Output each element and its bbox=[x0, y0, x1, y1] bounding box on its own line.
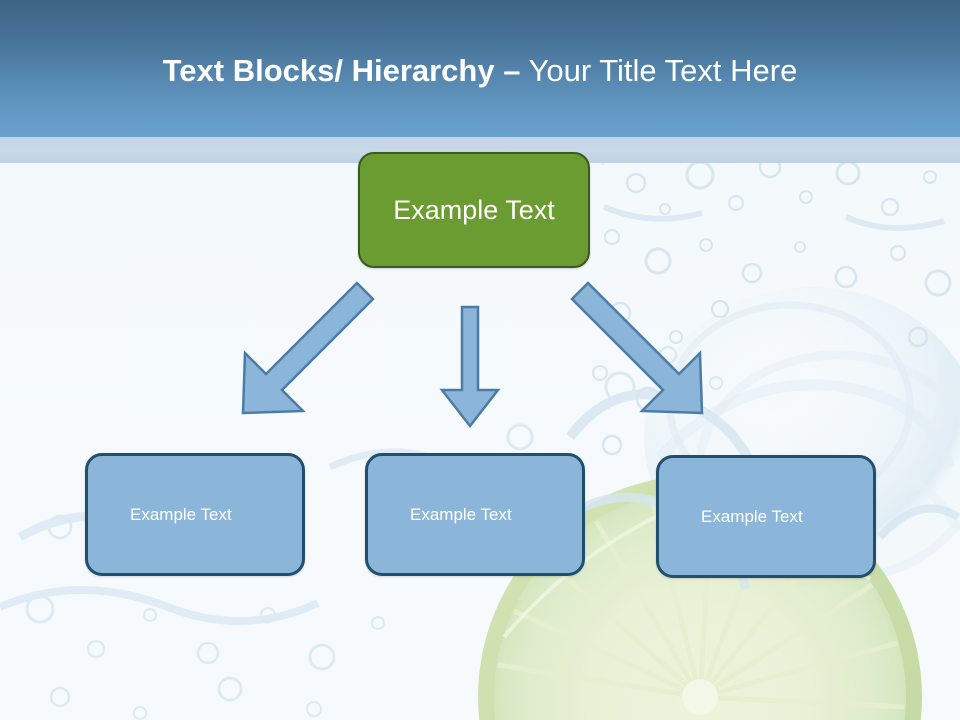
diagram-node-child-1-label: Example Text bbox=[130, 504, 232, 524]
diagram-node-root[interactable]: Example Text bbox=[358, 152, 590, 268]
diagram-node-child-1[interactable]: Example Text bbox=[85, 453, 305, 576]
page-title-bold-part: Text Blocks/ Hierarchy – bbox=[162, 53, 521, 88]
diagram-node-root-label: Example Text bbox=[393, 194, 555, 225]
diagram-node-child-2-label: Example Text bbox=[410, 504, 512, 524]
page-title-light-part: Your Title Text Here bbox=[520, 53, 798, 88]
diagram-node-child-2[interactable]: Example Text bbox=[365, 453, 585, 576]
diagram-node-child-3[interactable]: Example Text bbox=[656, 455, 876, 578]
title-bar bbox=[0, 0, 960, 137]
diagram-node-child-3-label: Example Text bbox=[701, 506, 803, 526]
page-title: Text Blocks/ Hierarchy – Your Title Text… bbox=[0, 52, 960, 90]
